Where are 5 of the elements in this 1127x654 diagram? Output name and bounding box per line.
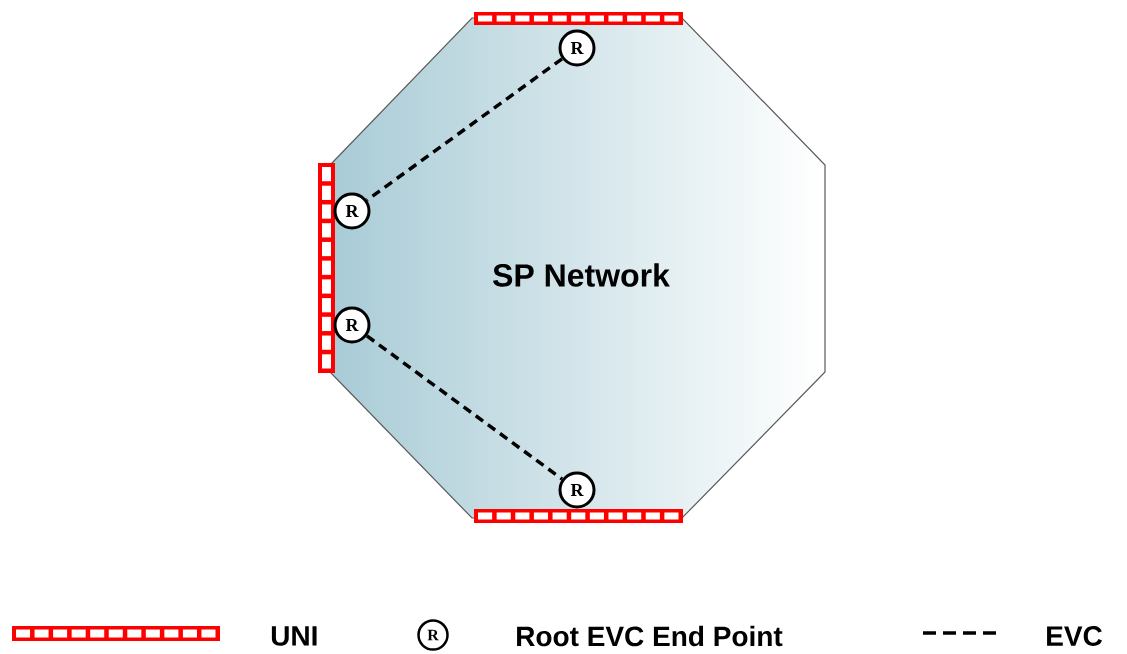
evc-line [365, 334, 564, 481]
legend-text: UNI [271, 626, 317, 646]
evc-line [365, 57, 564, 202]
legend-text: EVC [1047, 626, 1102, 646]
legend-text: Root EVC End Point [517, 625, 783, 647]
